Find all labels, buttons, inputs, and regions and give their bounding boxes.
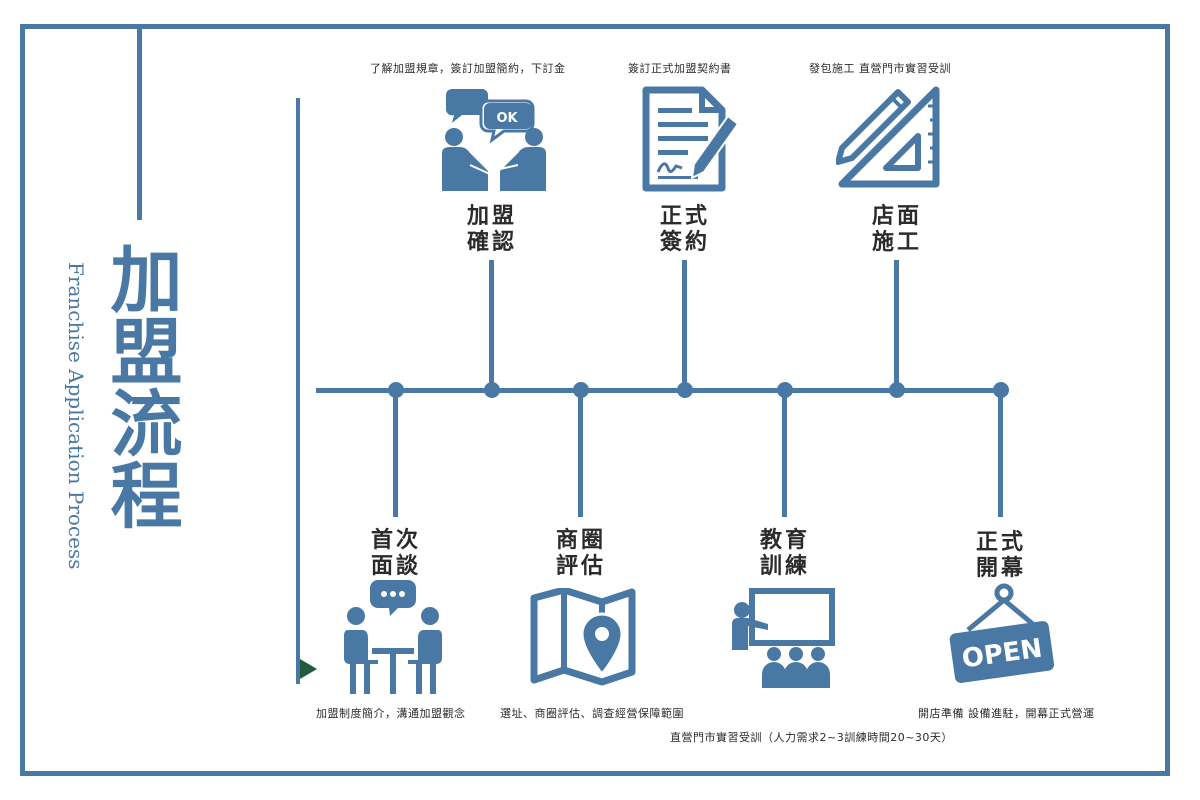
label-store-construction: 店面 施工 xyxy=(855,204,939,256)
label-franchise-confirm-line2: 確認 xyxy=(466,230,517,255)
map-pin-icon xyxy=(530,588,636,696)
label-store-construction-line1: 店面 xyxy=(871,204,922,229)
note-formal-contract: 簽訂正式加盟契約書 xyxy=(628,62,732,75)
timeline-node-grand-opening xyxy=(993,382,1009,398)
label-formal-contract: 正式 簽約 xyxy=(643,204,727,256)
handshake-chat-icon: OK xyxy=(440,87,548,191)
label-franchise-confirm-line1: 加盟 xyxy=(466,204,517,229)
timeline-node-first-interview xyxy=(388,382,404,398)
title-chinese: 加盟流程 xyxy=(98,242,182,530)
connector-store-construction xyxy=(894,260,899,388)
timeline-node-franchise-confirm xyxy=(484,382,500,398)
label-first-interview-line2: 面談 xyxy=(370,554,421,579)
timeline-node-area-evaluation xyxy=(573,382,589,398)
timeline-node-store-construction xyxy=(889,382,905,398)
label-grand-opening-line2: 開幕 xyxy=(975,556,1026,581)
timeline-arrow-icon xyxy=(300,659,317,679)
connector-franchise-confirm xyxy=(489,260,494,388)
title-accent-bar xyxy=(137,27,142,220)
note-first-interview: 加盟制度簡介，溝通加盟觀念 xyxy=(316,707,466,720)
open-sign-icon: OPEN xyxy=(946,583,1058,691)
connector-training xyxy=(782,393,787,517)
label-first-interview-line1: 首次 xyxy=(370,528,421,553)
note-grand-opening: 開店準備 設備進駐，開幕正式營運 xyxy=(918,707,1095,720)
label-training-line1: 教育 xyxy=(759,528,810,553)
note-area-evaluation: 選址、商圈評估、調查經營保障範圍 xyxy=(500,707,684,720)
connector-area-evaluation xyxy=(578,393,583,517)
label-store-construction-line2: 施工 xyxy=(871,230,922,255)
label-formal-contract-line1: 正式 xyxy=(659,204,710,229)
label-area-evaluation-line2: 評估 xyxy=(555,554,606,579)
connector-grand-opening xyxy=(998,393,1003,517)
label-franchise-confirm: 加盟 確認 xyxy=(450,204,534,256)
contract-pen-icon xyxy=(642,86,742,192)
label-training-line2: 訓練 xyxy=(759,554,810,579)
connector-formal-contract xyxy=(682,260,687,388)
note-franchise-confirm: 了解加盟規章，簽訂加盟簡約，下訂金 xyxy=(370,62,566,75)
label-area-evaluation-line1: 商圈 xyxy=(555,528,606,553)
title-english: Franchise Application Process xyxy=(64,262,88,570)
label-grand-opening: 正式 開幕 xyxy=(959,530,1043,582)
timeline-node-formal-contract xyxy=(677,382,693,398)
connector-first-interview xyxy=(393,393,398,517)
timeline-vertical-axis xyxy=(296,98,300,684)
label-formal-contract-line2: 簽約 xyxy=(659,230,710,255)
set-square-pencil-icon xyxy=(836,86,942,188)
meeting-table-icon xyxy=(344,578,442,696)
page-frame xyxy=(20,24,1170,776)
label-area-evaluation: 商圈 評估 xyxy=(539,528,623,580)
timeline-node-training xyxy=(777,382,793,398)
timeline-horizontal-axis xyxy=(316,388,1006,393)
label-grand-opening-line1: 正式 xyxy=(975,530,1026,555)
classroom-icon xyxy=(730,588,836,692)
svg-text:OK: OK xyxy=(496,111,518,126)
note-training: 直營門市實習受訓（人力需求2~3訓練時間20~30天） xyxy=(670,731,953,744)
label-first-interview: 首次 面談 xyxy=(354,528,438,580)
note-store-construction: 發包施工 直營門市實習受訓 xyxy=(809,62,951,75)
label-training: 教育 訓練 xyxy=(743,528,827,580)
